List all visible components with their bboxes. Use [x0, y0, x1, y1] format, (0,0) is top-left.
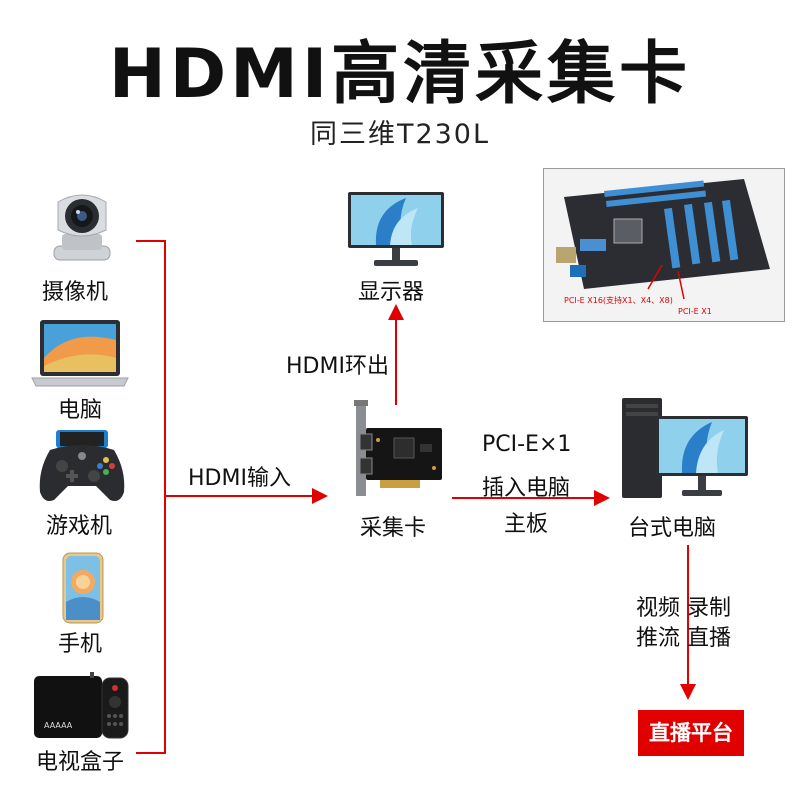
- motherboard-icon: [556, 179, 770, 300]
- smartphone-icon: [62, 552, 104, 624]
- monitor-node: [346, 190, 446, 270]
- game-controller-icon: [39, 430, 125, 501]
- game-console-label: 游戏机: [46, 514, 113, 539]
- laptop-icon: [31, 320, 129, 387]
- pcie-label: PCI-E×1: [482, 432, 572, 457]
- page-title: HDMI高清采集卡: [108, 35, 692, 114]
- source-game-console: [36, 430, 128, 506]
- source-tv-box: AAAAA: [34, 670, 134, 742]
- tv-box-label: 电视盒子: [36, 750, 125, 775]
- desktop-pc-icon: [622, 398, 748, 498]
- page-subtitle: 同三维T230L: [309, 119, 491, 150]
- slot-x16-label: PCI-E X16(支持X1、X4、X8): [564, 296, 673, 305]
- record-label: 视频 录制: [636, 596, 731, 621]
- capture-card-icon: [354, 400, 442, 496]
- hdmi-loop-label: HDMI环出: [286, 354, 389, 379]
- monitor-label: 显示器: [358, 280, 425, 305]
- stream-label: 推流 直播: [636, 626, 731, 651]
- laptop-label: 电脑: [58, 398, 103, 423]
- record-arrowhead: [680, 684, 696, 700]
- capture-card-label: 采集卡: [360, 516, 427, 541]
- source-bracket-line: [136, 240, 166, 754]
- live-platform-button[interactable]: 直播平台: [638, 710, 744, 756]
- hdmi-loop-arrowhead: [388, 304, 404, 320]
- pcie-arrowhead: [594, 490, 610, 506]
- svg-text:AAAAA: AAAAA: [44, 721, 73, 730]
- slot-x1-label: PCI-E X1: [678, 307, 712, 316]
- desktop-node: [616, 396, 752, 502]
- source-camera: [40, 190, 124, 266]
- hdmi-in-label: HDMI输入: [188, 466, 291, 491]
- phone-label: 手机: [58, 632, 103, 657]
- monitor-icon: [348, 192, 444, 266]
- pcie-insert-label: 插入电脑: [482, 476, 571, 501]
- source-laptop: [30, 318, 130, 390]
- capture-card-node: [350, 398, 446, 502]
- source-phone: [62, 552, 104, 624]
- motherboard-photo: PCI-E X16(支持X1、X4、X8) PCI-E X1: [543, 168, 785, 322]
- camera-label: 摄像机: [42, 280, 109, 305]
- pcie-mainboard-label: 主板: [504, 512, 549, 537]
- tv-box-icon: AAAAA: [34, 672, 129, 739]
- ptz-camera-icon: [53, 194, 111, 261]
- hdmi-in-arrowhead: [312, 488, 328, 504]
- desktop-label: 台式电脑: [628, 516, 717, 541]
